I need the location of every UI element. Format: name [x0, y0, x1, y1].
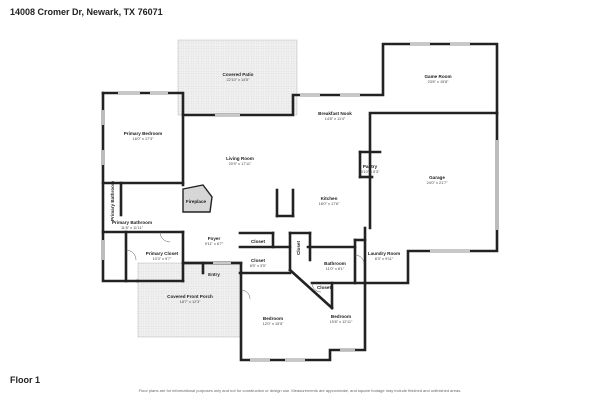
svg-text:16'0" x 17'6": 16'0" x 17'6" — [319, 202, 340, 206]
svg-text:Closet: Closet — [251, 239, 266, 244]
covered-front-porch-area — [137, 262, 242, 338]
svg-text:6'5" x 3'5": 6'5" x 3'5" — [250, 264, 267, 268]
svg-text:Covered Front Porch: Covered Front Porch — [167, 294, 213, 299]
svg-text:23'6" x 15'8": 23'6" x 15'8" — [428, 80, 449, 84]
svg-text:14'8" x 11'4": 14'8" x 11'4" — [325, 117, 346, 121]
room-game-room: Game Room 23'6" x 15'8" — [424, 74, 451, 84]
svg-text:Breakfast Nook: Breakfast Nook — [318, 111, 352, 116]
svg-text:Primary Bathroom: Primary Bathroom — [112, 220, 152, 225]
room-garage: Garage 24'0" x 21'7" — [427, 175, 448, 185]
svg-text:Fireplace: Fireplace — [186, 199, 207, 204]
svg-text:18'7" x 12'3": 18'7" x 12'3" — [180, 300, 201, 304]
room-entry: Entry — [208, 272, 220, 277]
svg-text:Garage: Garage — [429, 175, 445, 180]
room-closet-mid: Closet 6'5" x 3'5" — [250, 258, 267, 268]
room-pantry: Pantry 5'10" x 5'3" — [361, 164, 380, 174]
svg-text:Living Room: Living Room — [226, 156, 254, 161]
svg-text:Bedroom: Bedroom — [263, 316, 283, 321]
svg-text:8'3" x 9'11": 8'3" x 9'11" — [375, 257, 394, 261]
room-closet-hall: Closet — [251, 239, 266, 244]
fireplace-shape — [182, 184, 213, 213]
svg-text:20'9" x 17'11": 20'9" x 17'11" — [229, 162, 252, 166]
svg-text:Game Room: Game Room — [424, 74, 451, 79]
disclaimer-text: Floor plans are for informational purpos… — [138, 388, 462, 393]
svg-text:Kitchen: Kitchen — [321, 196, 338, 201]
room-fireplace: Fireplace — [186, 199, 207, 204]
property-address: 14008 Cromer Dr, Newark, TX 76071 — [10, 7, 163, 17]
room-foyer: Foyer 9'11" x 6'7" — [205, 236, 224, 246]
covered-patio-area — [177, 39, 298, 116]
room-covered-patio: Covered Patio 22'10" x 14'5" — [223, 72, 254, 82]
svg-text:12'0" x 15'5": 12'0" x 15'5" — [263, 322, 284, 326]
floor-label: Floor 1 — [10, 375, 41, 385]
room-kitchen: Kitchen 16'0" x 17'6" — [319, 196, 340, 206]
svg-text:10'3" x 9'7": 10'3" x 9'7" — [153, 257, 172, 261]
svg-text:Closet: Closet — [317, 285, 332, 290]
room-primary-bathroom: Primary Bathroom 11'8" x 11'11" — [112, 220, 152, 230]
svg-text:Laundry Room: Laundry Room — [368, 251, 400, 256]
svg-text:Covered Patio: Covered Patio — [223, 72, 254, 77]
room-primary-closet: Primary Closet 10'3" x 9'7" — [146, 251, 179, 261]
room-bedroom-1: Bedroom 12'0" x 15'5" — [263, 316, 284, 326]
room-closet-kitchen: Closet — [296, 241, 301, 256]
interior-walls — [101, 111, 499, 310]
room-primary-bathroom-small: Primary Bathroom — [110, 181, 115, 221]
room-bathroom: Bathroom 11'0" x 8'1" — [324, 261, 346, 271]
svg-text:22'10" x 14'5": 22'10" x 14'5" — [227, 78, 251, 82]
windows — [102, 43, 498, 361]
svg-text:Pantry: Pantry — [363, 164, 378, 169]
svg-text:Bathroom: Bathroom — [324, 261, 346, 266]
door-swings — [125, 231, 365, 300]
room-laundry-room: Laundry Room 8'3" x 9'11" — [368, 251, 400, 261]
svg-text:15'8" x 12'11": 15'8" x 12'11" — [330, 320, 353, 324]
svg-text:9'11" x 6'7": 9'11" x 6'7" — [205, 242, 224, 246]
svg-text:Bedroom: Bedroom — [331, 314, 351, 319]
room-living-room: Living Room 20'9" x 17'11" — [226, 156, 254, 166]
svg-text:Primary Closet: Primary Closet — [146, 251, 179, 256]
svg-text:Closet: Closet — [251, 258, 266, 263]
room-closet-bed: Closet — [317, 285, 332, 290]
svg-text:Primary Bedroom: Primary Bedroom — [124, 131, 163, 136]
svg-text:5'10" x 5'3": 5'10" x 5'3" — [361, 170, 380, 174]
svg-text:24'0" x 21'7": 24'0" x 21'7" — [427, 181, 448, 185]
room-primary-bedroom: Primary Bedroom 16'0" x 17'3" — [124, 131, 163, 141]
svg-text:16'0" x 17'3": 16'0" x 17'3" — [133, 137, 154, 141]
svg-text:Foyer: Foyer — [208, 236, 221, 241]
svg-text:Primary Bathroom: Primary Bathroom — [110, 181, 115, 221]
svg-text:11'8" x 11'11": 11'8" x 11'11" — [121, 226, 144, 230]
room-breakfast-nook: Breakfast Nook 14'8" x 11'4" — [318, 111, 352, 121]
svg-text:11'0" x 8'1": 11'0" x 8'1" — [326, 267, 345, 271]
svg-text:Closet: Closet — [296, 241, 301, 256]
room-bedroom-2: Bedroom 15'8" x 12'11" — [330, 314, 353, 324]
svg-text:Entry: Entry — [208, 272, 220, 277]
room-covered-front-porch: Covered Front Porch 18'7" x 12'3" — [167, 294, 213, 304]
